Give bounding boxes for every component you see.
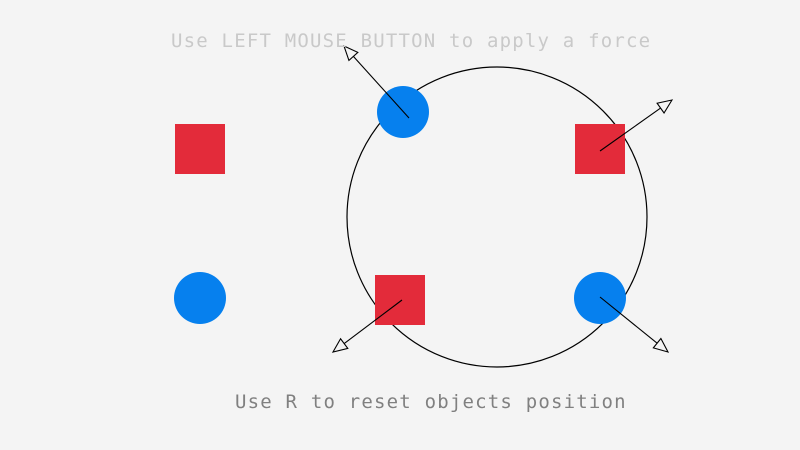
body-circle-bottom-left[interactable] <box>174 272 226 324</box>
body-square-left[interactable] <box>175 124 225 174</box>
body-square-bottom-center[interactable] <box>375 275 425 325</box>
body-square-top-right[interactable] <box>575 124 625 174</box>
hint-reset-objects: Use R to reset objects position <box>235 391 627 413</box>
body-circle-bottom-right[interactable] <box>574 272 626 324</box>
force-vector-square-bottom-center <box>331 299 403 353</box>
force-vector-square-top-right <box>599 99 674 152</box>
force-vector-circle-top <box>343 44 410 119</box>
hint-apply-force: Use LEFT MOUSE BUTTON to apply a force <box>171 30 652 52</box>
constraint-circle <box>346 66 648 368</box>
force-vector-circle-bottom-right <box>599 296 670 353</box>
